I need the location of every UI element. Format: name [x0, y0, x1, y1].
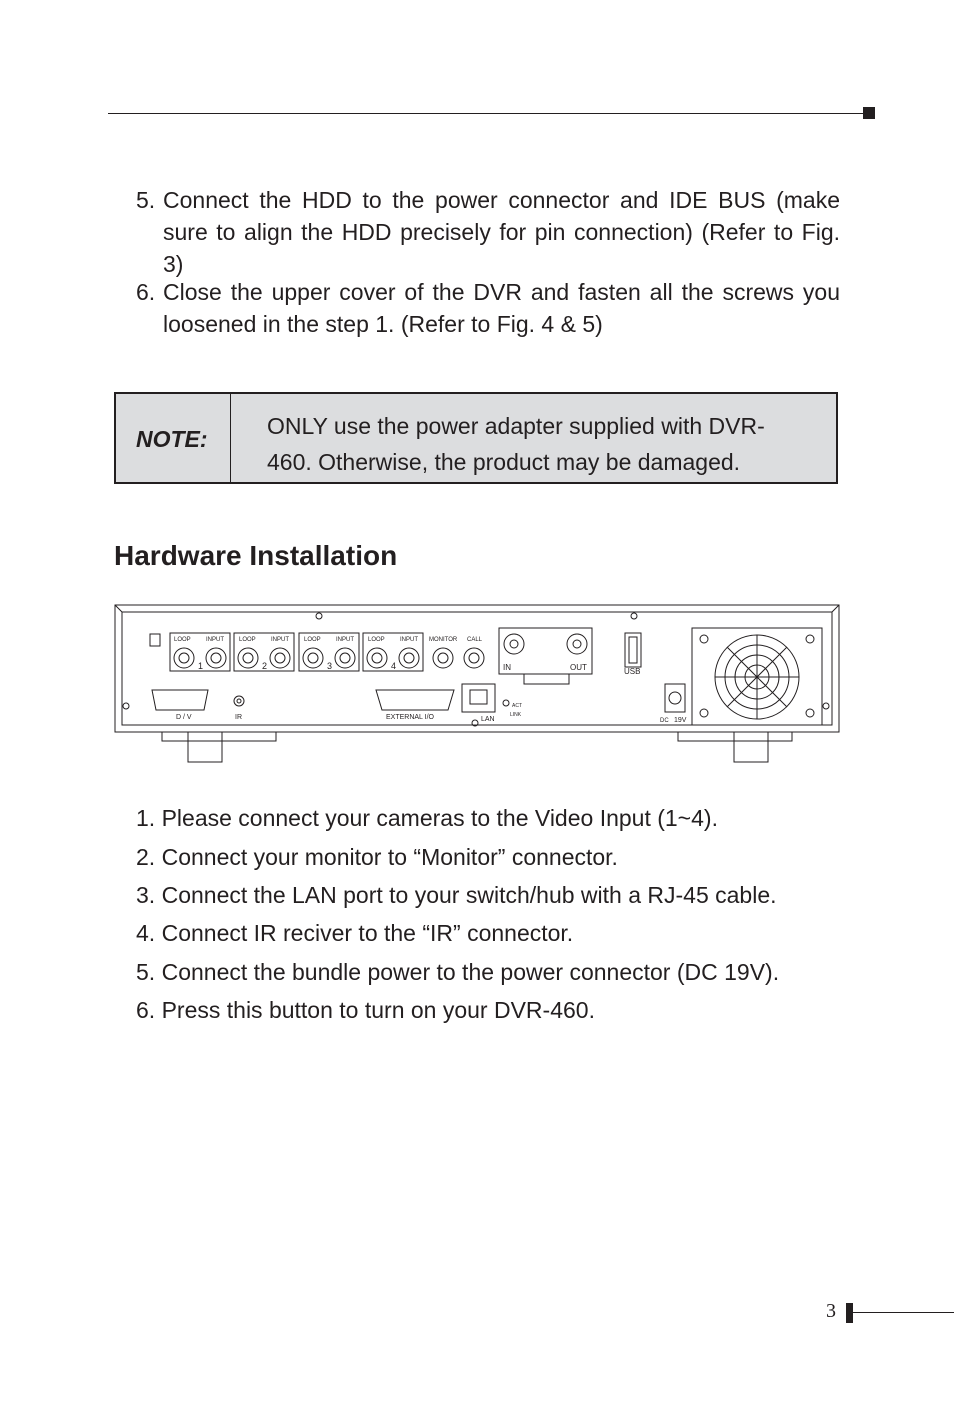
instruction-text: Connect your monitor to “Monitor” connec… [161, 844, 618, 870]
instruction-text: Connect the LAN port to your switch/hub … [161, 882, 777, 908]
instruction-number: 4. [136, 920, 156, 946]
foot-left-pad [187, 731, 223, 763]
step-number: 5. [136, 187, 156, 213]
note-label: NOTE: [136, 426, 208, 452]
label-input-3: INPUT [336, 637, 354, 643]
instruction-number: 6. [136, 997, 156, 1023]
label-dv: D / V [176, 714, 192, 721]
instruction-number: 2. [136, 844, 156, 870]
bnc-group-3 [298, 632, 360, 672]
ir-jack [233, 695, 245, 707]
dc-jack [664, 683, 686, 713]
screw [122, 702, 130, 710]
fan-housing [691, 627, 823, 726]
label-input-2: INPUT [271, 637, 289, 643]
dvr-rear-panel-diagram: LOOP INPUT LOOP INPUT LOOP INPUT LOOP IN… [114, 604, 840, 763]
label-monitor: MONITOR [429, 637, 458, 643]
step-6: 6. Close the upper cover of the DVR and … [136, 276, 840, 340]
label-ir: IR [235, 714, 242, 721]
bnc-connectors [173, 647, 485, 669]
label-lan: LAN [481, 716, 495, 723]
header-rule [108, 113, 864, 114]
instruction-number: 1. [136, 805, 156, 831]
chassis-outline [114, 604, 840, 733]
note-box: NOTE: ONLY use the power adapter supplie… [114, 392, 838, 484]
foot-right-pad [733, 731, 769, 763]
instruction-5: 5. Connect the bundle power to the power… [136, 957, 779, 987]
instruction-3: 3. Connect the LAN port to your switch/h… [136, 880, 777, 910]
label-channel-1: 1 [198, 661, 203, 671]
instruction-number: 3. [136, 882, 156, 908]
label-call: CALL [467, 637, 483, 643]
screw [471, 719, 479, 727]
instruction-6: 6. Press this button to turn on your DVR… [136, 995, 595, 1025]
instruction-text: Press this button to turn on your DVR-46… [161, 997, 595, 1023]
usb-port [624, 632, 642, 668]
label-link: LINK [510, 712, 522, 718]
label-in: IN [503, 663, 511, 672]
instruction-1: 1. Please connect your cameras to the Vi… [136, 803, 718, 833]
screw [315, 612, 323, 620]
external-io-connector [375, 689, 455, 711]
lan-led [502, 699, 510, 707]
label-loop-4: LOOP [368, 637, 385, 643]
page-number-bar [846, 1303, 853, 1323]
instruction-text: Connect IR reciver to the “IR” connector… [161, 920, 574, 946]
label-channel-3: 3 [327, 661, 332, 671]
label-act: ACT [512, 703, 522, 709]
label-loop-3: LOOP [304, 637, 321, 643]
note-text: ONLY use the power adapter supplied with… [267, 413, 765, 475]
label-out: OUT [570, 663, 587, 672]
instruction-2: 2. Connect your monitor to “Monitor” con… [136, 842, 618, 872]
dip-switch [149, 633, 161, 647]
header-square-marker [863, 107, 875, 119]
label-dc: DC [660, 718, 669, 724]
step-text: Connect the HDD to the power connector a… [163, 187, 840, 277]
section-title: Hardware Installation [114, 540, 398, 571]
step-text: Close the upper cover of the DVR and fas… [163, 279, 840, 337]
label-external-io: EXTERNAL I/O [386, 714, 435, 721]
label-channel-4: 4 [391, 661, 396, 671]
label-19v: 19V [674, 717, 687, 724]
screw [630, 612, 638, 620]
label-channel-2: 2 [262, 661, 267, 671]
screw [822, 702, 830, 710]
label-input-4: INPUT [400, 637, 418, 643]
label-loop-1: LOOP [174, 637, 191, 643]
bnc-group-2 [233, 632, 295, 672]
page-number: 3 [826, 1300, 836, 1322]
instruction-text: Please connect your cameras to the Video… [161, 805, 718, 831]
instruction-text: Connect the bundle power to the power co… [161, 959, 780, 985]
step-5: 5. Connect the HDD to the power connecto… [136, 184, 840, 280]
label-usb: USB [624, 667, 640, 676]
foot-right [677, 731, 793, 742]
step-number: 6. [136, 279, 156, 305]
dv-connector [151, 689, 209, 711]
label-loop-2: LOOP [239, 637, 256, 643]
bnc-group-1 [169, 632, 231, 672]
footer-rule [853, 1312, 954, 1313]
bnc-group-4 [362, 632, 424, 672]
lan-port [461, 683, 496, 713]
instruction-4: 4. Connect IR reciver to the “IR” connec… [136, 918, 573, 948]
chassis-inner [121, 611, 833, 726]
label-input-1: INPUT [206, 637, 224, 643]
note-divider [230, 394, 231, 482]
foot-left [161, 731, 277, 742]
instruction-number: 5. [136, 959, 156, 985]
